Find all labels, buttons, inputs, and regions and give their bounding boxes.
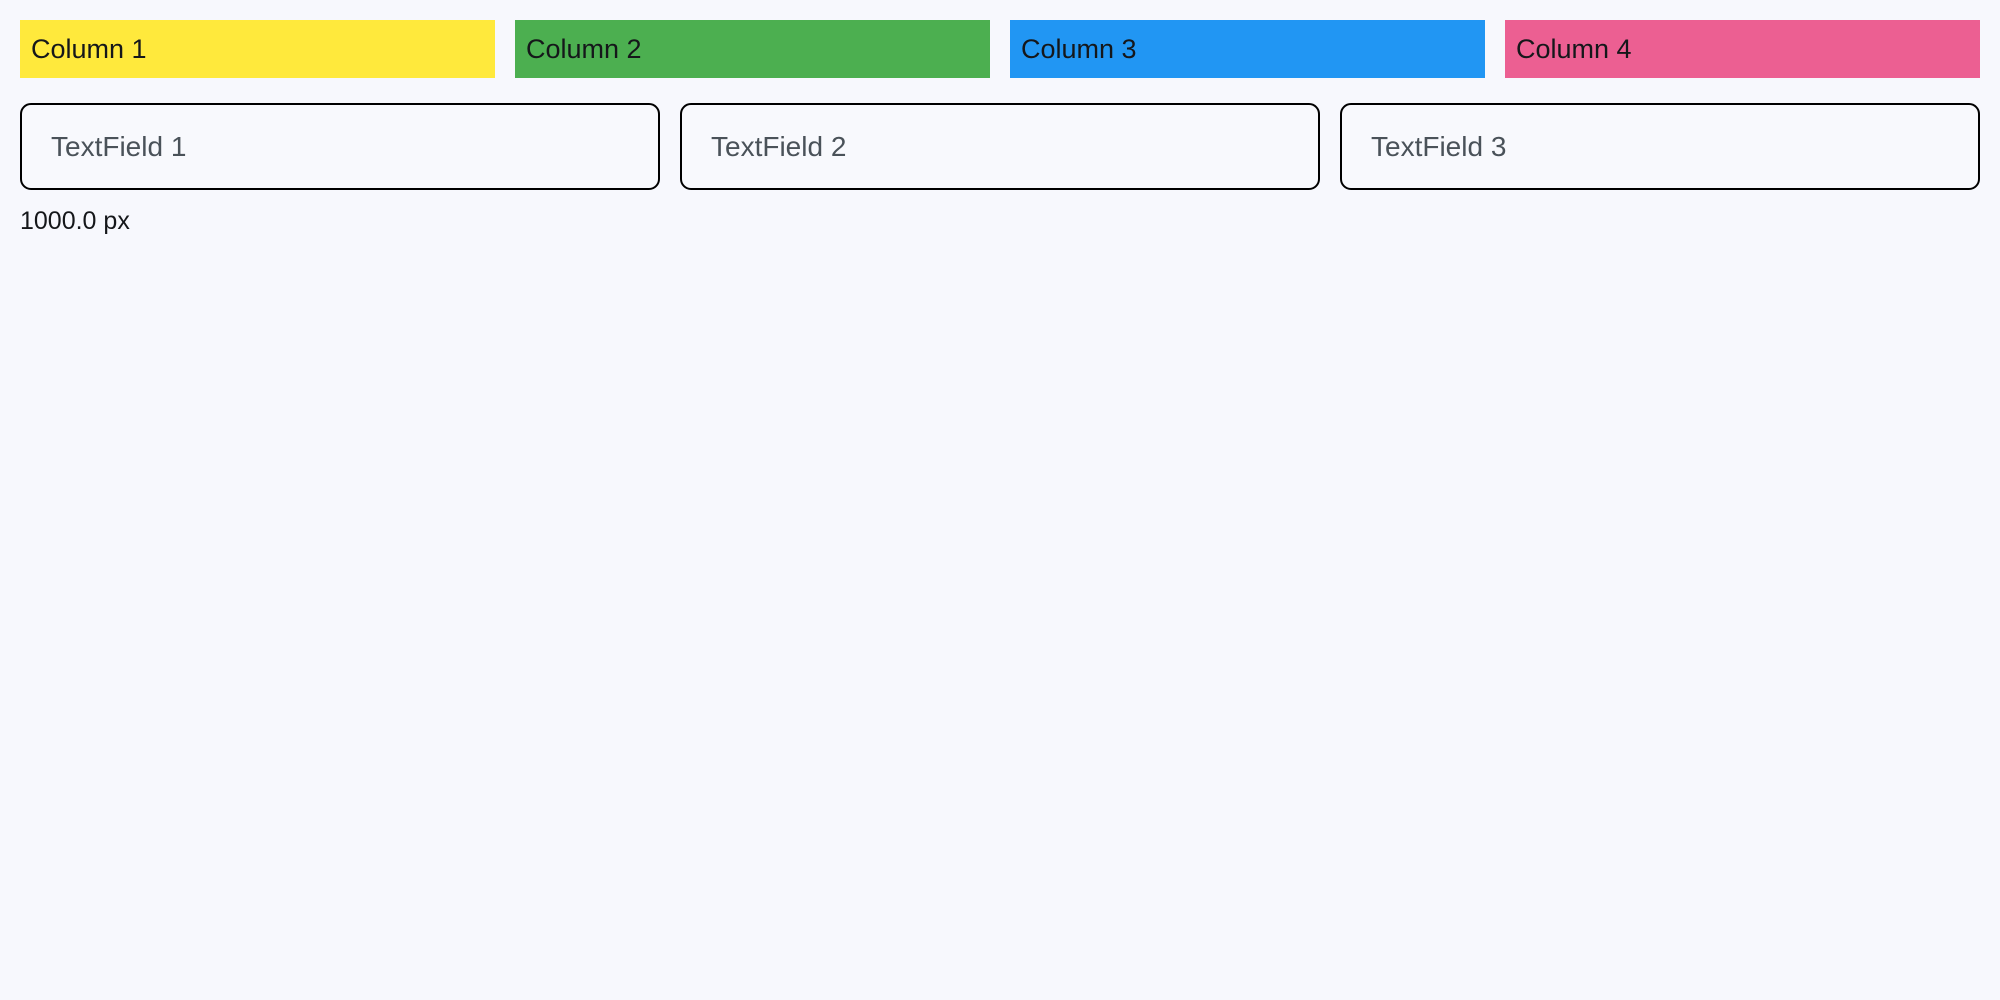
- column-block-2[interactable]: Column 2: [515, 20, 990, 78]
- column-block-label: Column 1: [31, 33, 147, 64]
- measurement-row: 1000.0 px: [20, 209, 1980, 234]
- text-field-placeholder: TextField 2: [711, 130, 847, 162]
- column-block-4[interactable]: Column 4: [1505, 20, 1980, 78]
- text-field-2[interactable]: TextField 2: [680, 103, 1320, 190]
- column-block-3[interactable]: Column 3: [1010, 20, 1485, 78]
- measurement-label: 1000.0 px: [20, 207, 130, 235]
- column-block-label: Column 3: [1021, 33, 1137, 64]
- text-field-placeholder: TextField 1: [51, 130, 187, 162]
- text-fields-row: TextField 1 TextField 2 TextField 3: [20, 103, 1980, 190]
- text-field-1[interactable]: TextField 1: [20, 103, 660, 190]
- column-block-1[interactable]: Column 1: [20, 20, 495, 78]
- column-block-label: Column 4: [1516, 33, 1632, 64]
- text-field-3[interactable]: TextField 3: [1340, 103, 1980, 190]
- text-field-placeholder: TextField 3: [1371, 130, 1507, 162]
- columns-row: Column 1 Column 2 Column 3 Column 4: [20, 0, 1980, 78]
- column-block-label: Column 2: [526, 33, 642, 64]
